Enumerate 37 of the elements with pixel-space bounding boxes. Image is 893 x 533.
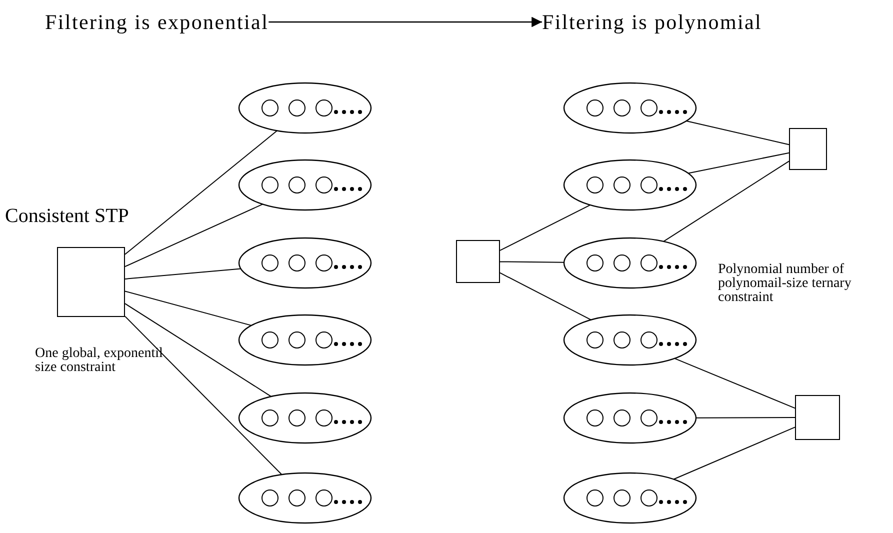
arrow (268, 16, 542, 28)
variable-set-ellipse (238, 82, 372, 134)
variable-set-ellipse (563, 82, 697, 134)
node-caption: Consistent STP (5, 204, 130, 228)
variable-set-ellipse (563, 237, 697, 289)
variable-set-ellipse (563, 472, 697, 524)
connector-line (686, 120, 790, 146)
constraint-box (456, 240, 500, 283)
constraint-box (795, 395, 840, 440)
variable-set-ellipse (563, 314, 697, 366)
connector-line (124, 130, 278, 255)
connector-line (124, 268, 242, 280)
connector-line (500, 272, 592, 320)
connector-line (124, 290, 252, 326)
constraint-box (789, 128, 827, 170)
heading: Filtering is exponential (45, 10, 269, 34)
variable-set-ellipse (238, 159, 372, 211)
heading: Filtering is polynomial (542, 10, 762, 34)
connector-line (688, 152, 790, 174)
connector-line (500, 261, 565, 263)
connector-line (124, 204, 264, 268)
variable-set-ellipse (238, 237, 372, 289)
variable-set-ellipse (563, 159, 697, 211)
constraint-box (57, 247, 125, 317)
variable-set-ellipse (238, 392, 372, 444)
connector-line (663, 160, 790, 242)
variable-set-ellipse (563, 392, 697, 444)
connector-line (674, 358, 796, 409)
connector-line (124, 316, 282, 476)
note: Polynomial number of polynomail-size ternary constraint (718, 263, 852, 305)
variable-set-ellipse (238, 472, 372, 524)
connector-line (124, 303, 272, 398)
connector-line (696, 417, 796, 418)
connector-line (673, 426, 796, 480)
variable-set-ellipse (238, 314, 372, 366)
node-caption: One global, exponentil size constraint (35, 347, 164, 375)
connector-line (500, 204, 591, 251)
